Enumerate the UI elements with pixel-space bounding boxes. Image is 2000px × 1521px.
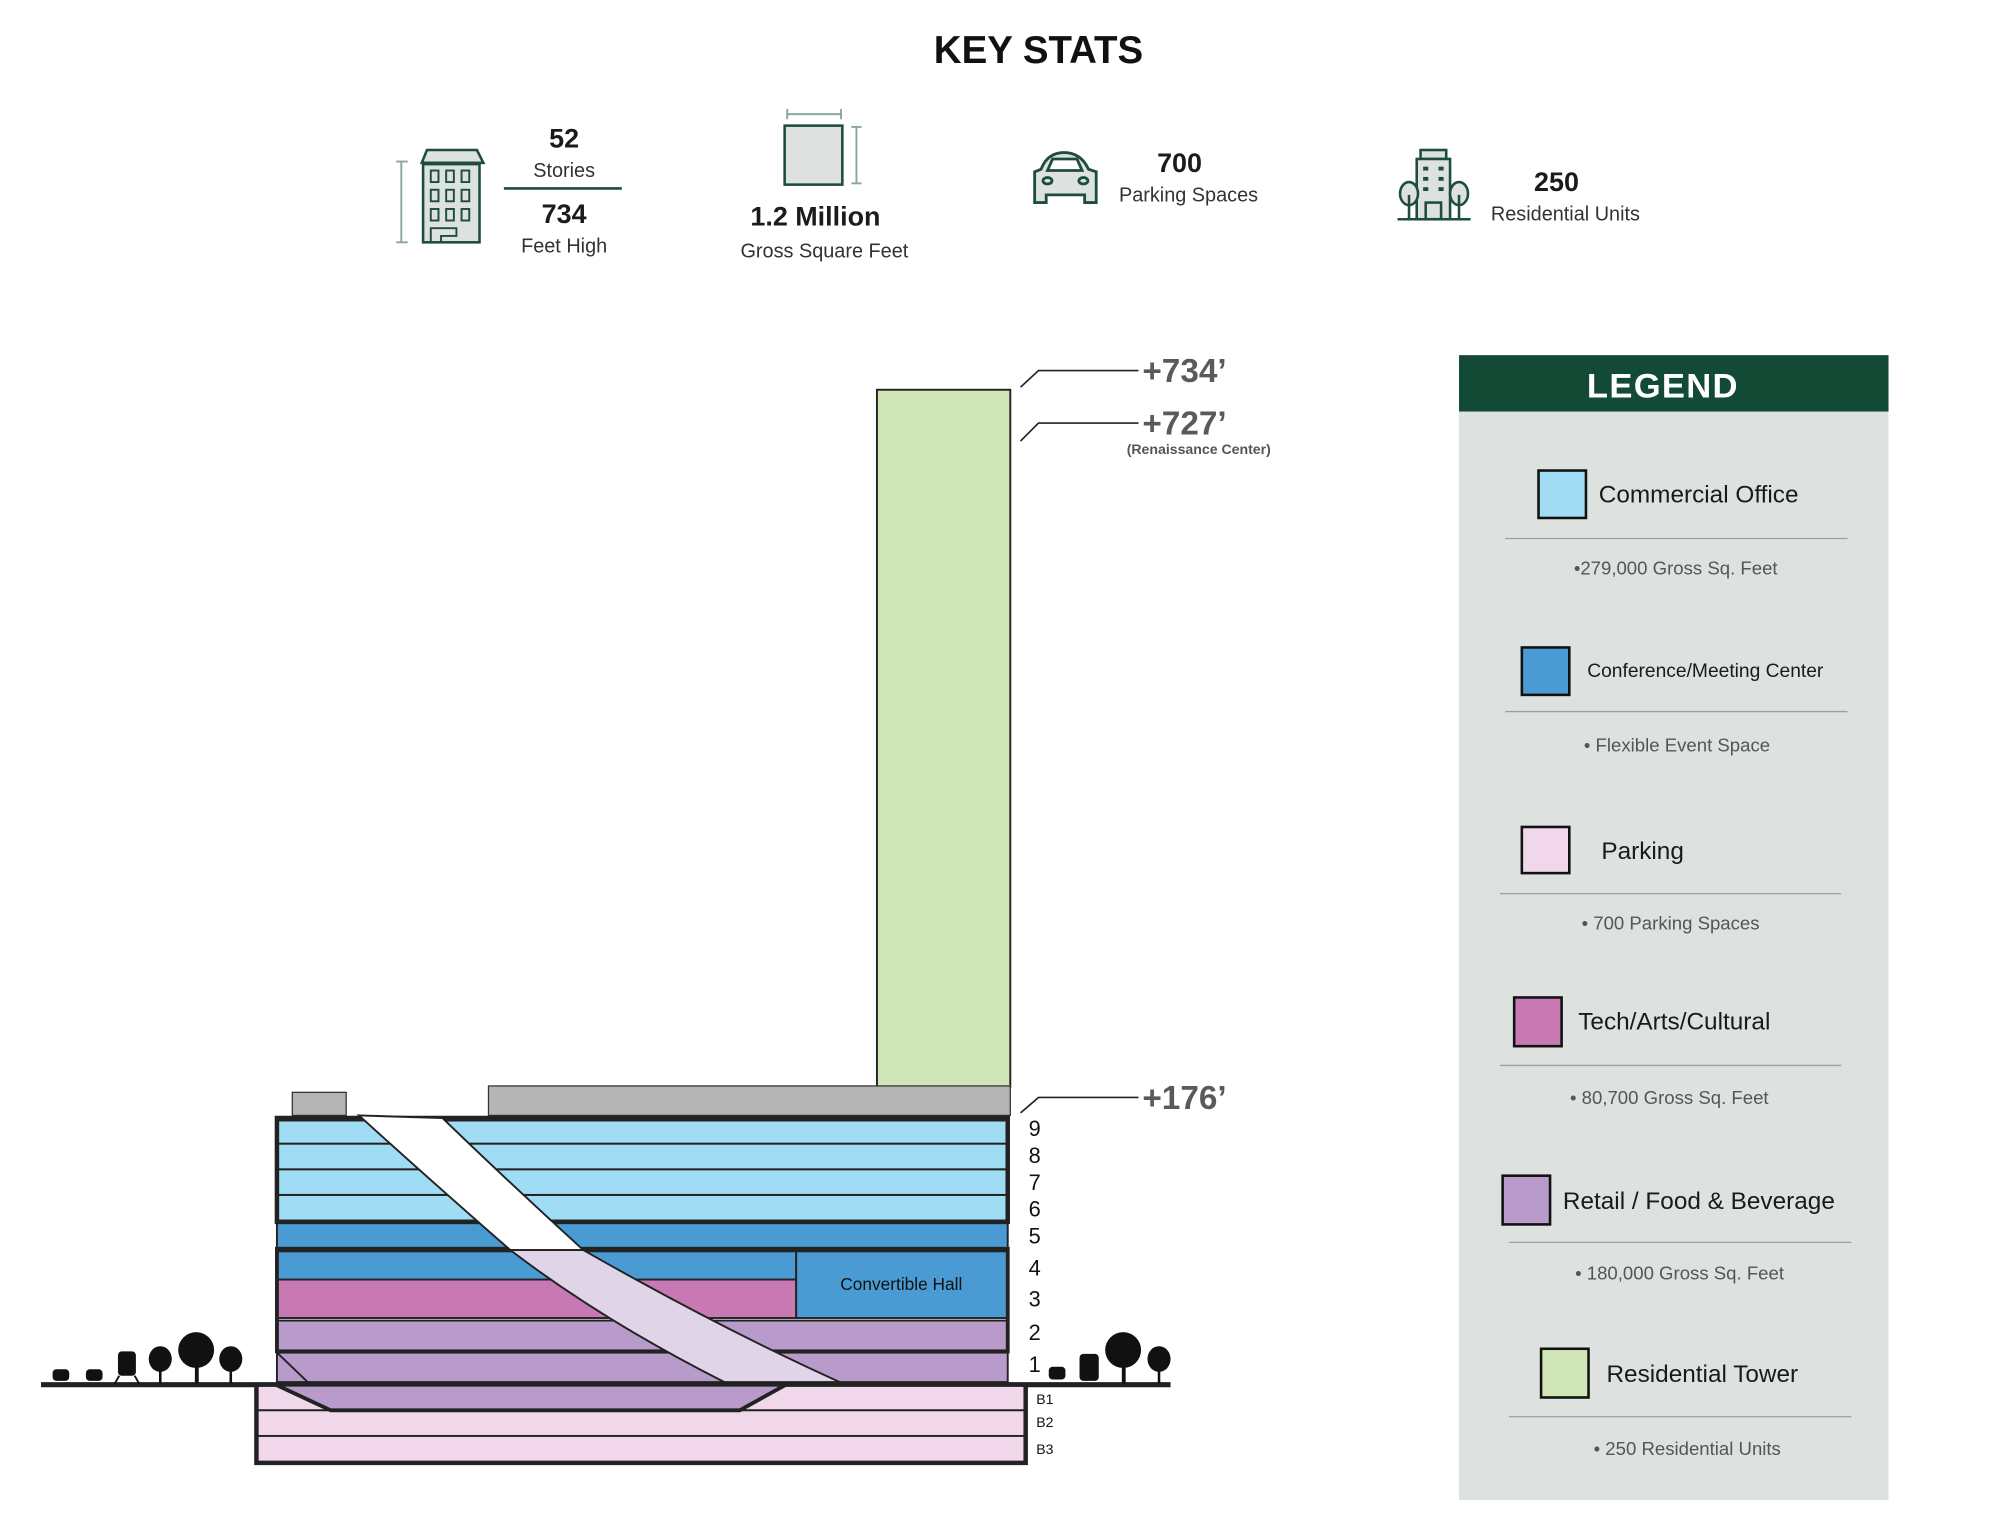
legend-detail: • Flexible Event Space — [1584, 734, 1770, 755]
retail-lower-level — [274, 1382, 794, 1413]
residential-tower — [875, 388, 1012, 1089]
legend-detail: • 250 Residential Units — [1594, 1438, 1781, 1459]
legend-item-parking: Parking • 700 Parking Spaces — [1520, 825, 1760, 934]
height-label: Feet High — [521, 236, 607, 258]
basement-label: B3 — [1036, 1441, 1053, 1457]
legend-item-retail: Retail / Food & Beverage • 180,000 Gross… — [1501, 1174, 1835, 1284]
legend-label: Residential Tower — [1606, 1361, 1798, 1388]
floor-5 — [275, 1222, 1009, 1250]
legend-swatch — [1512, 996, 1563, 1048]
street-entourage — [52, 1332, 1171, 1386]
units-value: 250 — [1534, 167, 1579, 197]
legend: LEGEND Commercial Office •279,000 Gross … — [1459, 355, 1889, 1501]
basement-label: B2 — [1036, 1414, 1053, 1430]
floor-label: 1 — [1029, 1352, 1041, 1377]
legend-detail: • 700 Parking Spaces — [1582, 913, 1760, 934]
legend-label: Commercial Office — [1599, 482, 1799, 509]
elevation-top: +734’ — [1142, 353, 1226, 390]
units-label: Residential Units — [1491, 204, 1640, 226]
legend-title: LEGEND — [1587, 367, 1739, 405]
floor-8 — [275, 1142, 1009, 1171]
legend-label: Parking — [1601, 838, 1684, 865]
basement-label: B1 — [1036, 1391, 1053, 1407]
convertible-hall-label: Convertible Hall — [840, 1274, 962, 1294]
elevation-ren-cen: +727’ — [1142, 406, 1226, 443]
parking-label: Parking Spaces — [1119, 184, 1258, 206]
parking-value: 700 — [1157, 148, 1202, 178]
area-value: 1.2 Million — [750, 202, 880, 232]
legend-label: Tech/Arts/Cultural — [1578, 1009, 1770, 1036]
podium-floors — [274, 1115, 1010, 1384]
elevation-podium: +176’ — [1142, 1080, 1226, 1117]
floor-label: 4 — [1029, 1256, 1041, 1281]
area-label: Gross Square Feet — [740, 241, 908, 263]
floor-label: 6 — [1029, 1197, 1041, 1222]
legend-item-tech-arts-cultural: Tech/Arts/Cultural • 80,700 Gross Sq. Fe… — [1512, 996, 1770, 1108]
floor-label: 2 — [1029, 1320, 1041, 1345]
legend-item-conference-center: Conference/Meeting Center • Flexible Eve… — [1520, 646, 1824, 755]
elevation-callouts — [1019, 369, 1139, 1114]
legend-swatch — [1501, 1174, 1552, 1226]
legend-header — [1459, 355, 1889, 412]
roof-mechanical — [487, 1085, 1011, 1117]
page-title: KEY STATS — [934, 29, 1143, 72]
legend-body — [1459, 411, 1889, 1501]
legend-swatch — [1520, 646, 1571, 697]
elevation-ren-cen-note: (Renaissance Center) — [1127, 441, 1271, 457]
car-icon — [52, 1366, 1066, 1381]
roof-mechanical-small — [291, 1091, 347, 1117]
building-icon — [396, 148, 486, 244]
convertible-hall — [795, 1250, 1009, 1319]
residential-building-icon — [1397, 148, 1471, 221]
stories-label: Stories — [533, 160, 595, 182]
train-icon — [113, 1351, 141, 1386]
legend-label: Retail / Food & Beverage — [1563, 1188, 1835, 1215]
legend-detail: • 180,000 Gross Sq. Feet — [1575, 1263, 1785, 1284]
car-icon — [1033, 151, 1098, 204]
floor-label: 5 — [1029, 1224, 1041, 1249]
legend-item-commercial-office: Commercial Office •279,000 Gross Sq. Fee… — [1537, 469, 1799, 578]
legend-detail: • 80,700 Gross Sq. Feet — [1570, 1087, 1769, 1108]
legend-label: Conference/Meeting Center — [1587, 661, 1824, 682]
bus-icon — [1079, 1353, 1099, 1381]
floor-label: 9 — [1029, 1116, 1041, 1141]
floor-6 — [275, 1193, 1009, 1222]
legend-detail: •279,000 Gross Sq. Feet — [1574, 557, 1779, 578]
height-value: 734 — [542, 199, 587, 229]
legend-swatch — [1539, 1347, 1590, 1399]
legend-swatch — [1520, 825, 1571, 875]
floor-area-icon — [783, 108, 862, 186]
floor-label: 8 — [1029, 1143, 1041, 1168]
tree-icon — [148, 1332, 1171, 1384]
floor-label: 7 — [1029, 1170, 1041, 1195]
legend-swatch — [1537, 469, 1588, 520]
floor-label: 3 — [1029, 1286, 1041, 1311]
floor-3 — [275, 1278, 798, 1319]
floor-7 — [275, 1168, 1009, 1196]
legend-item-residential-tower: Residential Tower • 250 Residential Unit… — [1539, 1347, 1798, 1459]
floor-1 — [275, 1351, 1009, 1384]
stories-value: 52 — [549, 123, 579, 153]
ramp-lower — [507, 1249, 841, 1384]
